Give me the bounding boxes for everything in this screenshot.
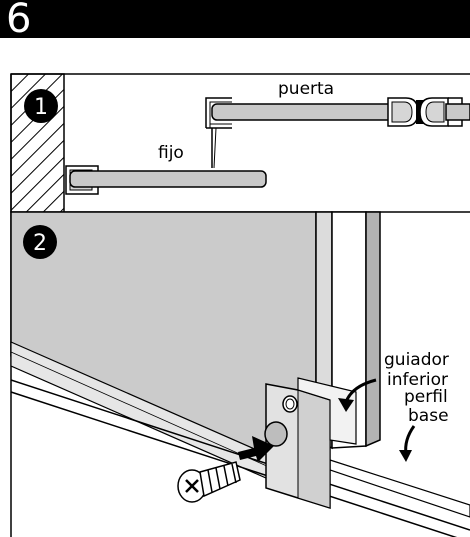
base-pointer-arrow: [404, 425, 416, 455]
badge-1: 1: [24, 89, 58, 123]
label-lower-guide-2: inferior: [387, 370, 448, 390]
badge-2: 2: [23, 225, 57, 259]
fixed-glass-panel: [69, 170, 267, 188]
panel-2: 2 guiador inferior perfil base: [10, 211, 470, 537]
step-header: 6: [0, 0, 470, 42]
door-glass-panel: [211, 103, 399, 121]
label-base-profile-1: perfil: [404, 387, 448, 407]
door-seal-profile: [205, 97, 232, 169]
magnetic-seal: [387, 97, 470, 127]
insert-arrow-icon: [238, 436, 274, 462]
panel-1: 1: [10, 73, 470, 213]
label-fixed: fijo: [158, 143, 184, 163]
screw-icon: [177, 461, 241, 503]
label-lower-guide-1: guiador: [384, 350, 449, 370]
step-number: 6: [6, 0, 32, 42]
label-base-profile-2: base: [408, 406, 449, 426]
lower-guide-block: [264, 377, 357, 510]
label-door: puerta: [278, 79, 334, 99]
badge-2-label: 2: [33, 231, 47, 256]
badge-1-label: 1: [34, 95, 48, 120]
